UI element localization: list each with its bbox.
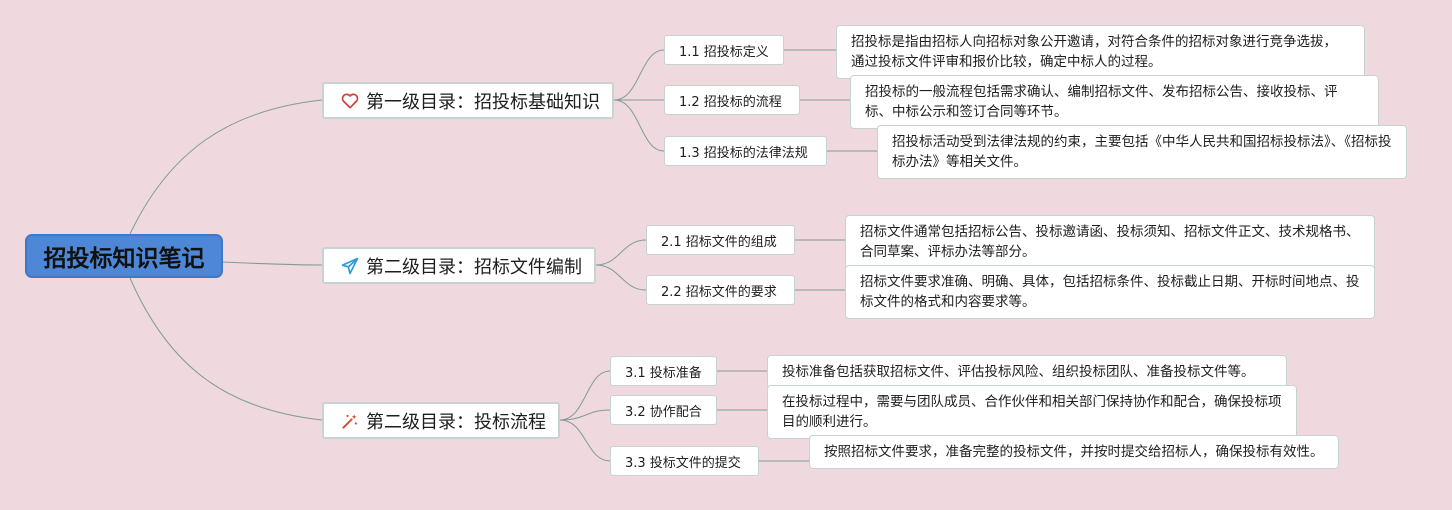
note-1-1[interactable]: 招投标是指由招标人向招标对象公开邀请，对符合条件的招标对象进行竞争选拔，通过投标… — [836, 25, 1365, 79]
note-3-2-text: 在投标过程中，需要与团队成员、合作伙伴和相关部门保持协作和配合，确保投标项目的顺… — [782, 394, 1282, 430]
paper-plane-icon — [340, 256, 360, 276]
branch-1-title: 第一级目录：招投标基础知识 — [366, 91, 600, 113]
magic-wand-icon — [340, 411, 360, 431]
topic-3-3-label: 3.3 投标文件的提交 — [625, 455, 741, 471]
note-1-2[interactable]: 招投标的一般流程包括需求确认、编制招标文件、发布招标公告、接收投标、评标、中标公… — [850, 75, 1379, 129]
note-3-1[interactable]: 投标准备包括获取招标文件、评估投标风险、组织投标团队、准备投标文件等。 — [767, 355, 1287, 389]
note-1-3[interactable]: 招投标活动受到法律法规的约束，主要包括《中华人民共和国招标投标法》、《招标投标办… — [877, 125, 1407, 179]
topic-2-1[interactable]: 2.1 招标文件的组成 — [646, 225, 795, 255]
topic-3-1[interactable]: 3.1 投标准备 — [610, 356, 717, 386]
note-3-3-text: 按照招标文件要求，准备完整的投标文件，并按时提交给招标人，确保投标有效性。 — [824, 444, 1324, 460]
root-title: 招投标知识笔记 — [43, 246, 205, 272]
branch-1-node[interactable]: 第一级目录：招投标基础知识 — [322, 82, 614, 119]
branch-2-node[interactable]: 第二级目录：招标文件编制 — [322, 247, 596, 284]
topic-2-2[interactable]: 2.2 招标文件的要求 — [646, 275, 795, 305]
topic-2-1-label: 2.1 招标文件的组成 — [661, 234, 777, 250]
branch-3-title: 第二级目录：投标流程 — [366, 411, 546, 433]
topic-1-1-label: 1.1 招投标定义 — [679, 44, 769, 60]
note-1-2-text: 招投标的一般流程包括需求确认、编制招标文件、发布招标公告、接收投标、评标、中标公… — [865, 84, 1338, 120]
topic-1-1[interactable]: 1.1 招投标定义 — [664, 35, 784, 65]
topic-1-2-label: 1.2 招投标的流程 — [679, 94, 782, 110]
note-1-3-text: 招投标活动受到法律法规的约束，主要包括《中华人民共和国招标投标法》、《招标投标办… — [892, 134, 1392, 170]
branch-3-node[interactable]: 第二级目录：投标流程 — [322, 402, 560, 439]
topic-2-2-label: 2.2 招标文件的要求 — [661, 284, 777, 300]
root-node[interactable]: 招投标知识笔记 — [25, 234, 223, 278]
note-1-1-text: 招投标是指由招标人向招标对象公开邀请，对符合条件的招标对象进行竞争选拔，通过投标… — [851, 34, 1337, 70]
topic-1-3-label: 1.3 招投标的法律法规 — [679, 145, 808, 161]
note-2-2-text: 招标文件要求准确、明确、具体，包括招标条件、投标截止日期、开标时间地点、投标文件… — [860, 274, 1360, 310]
topic-3-1-label: 3.1 投标准备 — [625, 365, 702, 381]
note-2-1[interactable]: 招标文件通常包括招标公告、投标邀请函、投标须知、招标文件正文、技术规格书、合同草… — [845, 215, 1375, 269]
note-2-1-text: 招标文件通常包括招标公告、投标邀请函、投标须知、招标文件正文、技术规格书、合同草… — [860, 224, 1360, 260]
heart-icon — [340, 91, 360, 111]
note-2-2[interactable]: 招标文件要求准确、明确、具体，包括招标条件、投标截止日期、开标时间地点、投标文件… — [845, 265, 1375, 319]
topic-3-3[interactable]: 3.3 投标文件的提交 — [610, 446, 759, 476]
note-3-2[interactable]: 在投标过程中，需要与团队成员、合作伙伴和相关部门保持协作和配合，确保投标项目的顺… — [767, 385, 1297, 439]
topic-3-2-label: 3.2 协作配合 — [625, 404, 702, 420]
topic-1-3[interactable]: 1.3 招投标的法律法规 — [664, 136, 827, 166]
topic-3-2[interactable]: 3.2 协作配合 — [610, 395, 717, 425]
branch-2-title: 第二级目录：招标文件编制 — [366, 256, 582, 278]
note-3-1-text: 投标准备包括获取招标文件、评估投标风险、组织投标团队、准备投标文件等。 — [782, 364, 1255, 380]
topic-1-2[interactable]: 1.2 招投标的流程 — [664, 85, 800, 115]
note-3-3[interactable]: 按照招标文件要求，准备完整的投标文件，并按时提交给招标人，确保投标有效性。 — [809, 435, 1339, 469]
